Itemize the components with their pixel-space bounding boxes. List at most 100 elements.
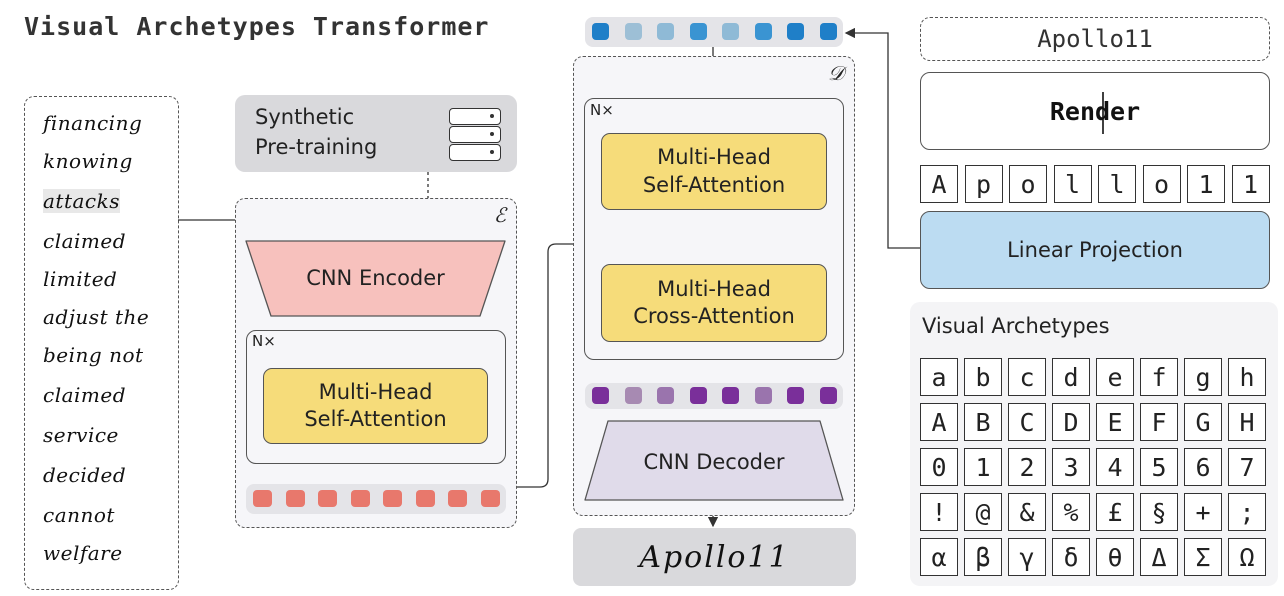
archetype-char: e [1096, 358, 1134, 396]
archetype-char: g [1184, 358, 1222, 396]
decoder-cross-attn-line2: Cross-Attention [633, 304, 795, 328]
word-sample: adjust the [43, 305, 150, 329]
archetype-char: 7 [1228, 448, 1266, 486]
visual-archetypes-title: Visual Archetypes [922, 314, 1110, 338]
pretraining-label-line1: Synthetic [255, 105, 355, 129]
archetype-char: 6 [1184, 448, 1222, 486]
archetype-char: § [1140, 493, 1178, 531]
token [722, 23, 739, 40]
token [383, 490, 402, 507]
word-sample: financing [43, 111, 143, 135]
decoder-output-image: Apollo11 [573, 528, 856, 586]
render-label: Render [1049, 96, 1141, 126]
archetype-char: Δ [1140, 538, 1178, 576]
linear-projection-label: Linear Projection [1007, 238, 1183, 262]
archetype-char: θ [1096, 538, 1134, 576]
token [657, 23, 674, 40]
database-icon [449, 108, 501, 161]
encoder-nx-label: N× [252, 332, 276, 350]
archetype-char: G [1184, 403, 1222, 441]
archetype-char: α [920, 538, 958, 576]
token [350, 490, 370, 507]
token [415, 490, 435, 507]
token [624, 387, 642, 404]
decoder-symbol: 𝒟 [828, 61, 844, 85]
linear-projection-box: Linear Projection [920, 211, 1270, 289]
decoder-self-attn-line2: Self-Attention [642, 172, 786, 197]
token [592, 23, 609, 40]
token [624, 23, 642, 40]
decoder-self-attn-line1: Multi-Head [657, 145, 771, 170]
archetype-char: β [964, 538, 1002, 576]
decoder-nx-label: N× [590, 101, 614, 119]
archetype-char: h [1228, 358, 1266, 396]
archetype-char: + [1184, 493, 1222, 531]
word-sample: service [43, 423, 119, 447]
encoder-attention-stack [246, 330, 506, 464]
word-sample: welfare [43, 541, 123, 565]
token [657, 387, 674, 404]
diagram-title: Visual Archetypes Transformer [24, 12, 490, 41]
token [689, 387, 707, 404]
cnn-encoder-label: CNN Encoder [306, 266, 445, 290]
archetype-char: d [1052, 358, 1090, 396]
rendered-char: A [920, 165, 958, 203]
decoder-latent-tokens [585, 383, 843, 409]
token [754, 387, 772, 404]
encoder-attn-line2: Self-Attention [304, 407, 447, 431]
archetype-char: b [964, 358, 1002, 396]
word-sample: decided [43, 463, 127, 487]
token [819, 387, 837, 404]
encoder-attn-line1: Multi-Head [318, 379, 433, 404]
rendered-char: o [1142, 165, 1181, 203]
word-sample: limited [43, 267, 118, 291]
synthetic-pretraining-box: Synthetic Pre-training [235, 95, 517, 172]
archetype-char: % [1052, 493, 1090, 531]
archetype-char: c [1008, 358, 1046, 396]
token [480, 490, 500, 507]
archetype-char: Σ [1184, 538, 1222, 576]
decoder-attention-stack [584, 98, 844, 360]
archetype-char: ; [1228, 493, 1266, 531]
word-sample: attacks [43, 189, 121, 213]
word-sample: claimed [43, 383, 127, 407]
archetype-char: 1 [964, 448, 1002, 486]
archetype-char: & [1008, 493, 1046, 531]
text-input-value: Apollo11 [1037, 25, 1153, 53]
cnn-decoder-label: CNN Decoder [643, 450, 785, 474]
handwriting-samples-panel: financing knowing attacks claimed limite… [24, 96, 179, 590]
archetype-char: ! [920, 493, 958, 531]
archetype-char: 3 [1052, 448, 1090, 486]
archetype-char: D [1052, 403, 1090, 441]
archetype-char: δ [1052, 538, 1090, 576]
token [819, 23, 837, 40]
archetype-char: F [1140, 403, 1178, 441]
token [689, 23, 707, 40]
archetype-char: C [1008, 403, 1046, 441]
decoder-query-tokens [585, 17, 843, 47]
output-handwriting: Apollo11 [639, 539, 790, 575]
archetype-char: £ [1096, 493, 1134, 531]
archetype-char: 2 [1008, 448, 1046, 486]
archetype-char: A [920, 403, 958, 441]
archetype-char: @ [964, 493, 1002, 531]
archetype-char: H [1228, 403, 1266, 441]
encoder-output-tokens [246, 484, 506, 514]
token [318, 490, 337, 507]
text-input-box: Apollo11 [920, 17, 1270, 61]
word-sample: knowing [43, 149, 133, 173]
token [448, 490, 467, 507]
archetype-char: 4 [1096, 448, 1134, 486]
word-sample: being not [43, 343, 144, 367]
encoder-symbol: ℰ [493, 203, 506, 227]
archetype-char: B [964, 403, 1002, 441]
archetype-char: a [920, 358, 958, 396]
rendered-char: p [964, 165, 1003, 203]
